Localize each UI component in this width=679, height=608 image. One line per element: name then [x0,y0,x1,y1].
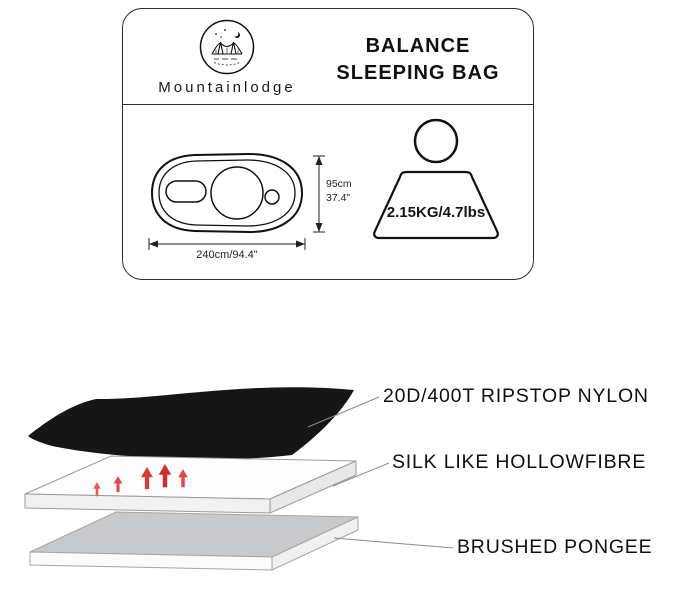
length-dimension-label: 240cm/94.4" [196,249,258,261]
product-title-line2: SLEEPING BAG [336,62,500,84]
height-in-label: 37.4" [326,192,351,204]
product-title-line1: BALANCE [365,35,471,57]
layer-label-brushed-pongee: BRUSHED PONGEE [457,536,653,558]
weight-value-label: 2.15KG/4.7lbs [386,204,486,221]
fabric-layers-section: 20D/400T RIPSTOP NYLON SILK LIKE HOLLOWF… [0,370,679,608]
height-dimension-label: 95cm 37.4" [326,177,352,205]
height-dimension-arrow [313,155,325,233]
length-dimension-arrow [148,238,306,250]
ripstop-nylon-layer [28,387,354,460]
warmth-up-arrows-icon [93,464,188,497]
mountain-bridge-logo-icon [199,19,255,75]
bridge-icon [211,41,243,66]
card-divider [123,104,533,105]
layer-label-ripstop-nylon: 20D/400T RIPSTOP NYLON [383,385,649,407]
spec-diagram [148,118,499,250]
spec-card: Mountainlodge BALANCE SLEEPING BAG [122,8,534,280]
brushed-pongee-layer [29,511,359,571]
height-cm-label: 95cm [326,178,352,190]
hollowfibre-layer [24,455,357,514]
moon-and-stars-icon [215,29,240,38]
leader-lines [307,396,454,549]
brand-name: Mountainlodge [158,79,296,96]
sleeping-bag-diagram [150,152,304,234]
kettlebell-weight-icon [373,118,499,240]
layer-label-hollowfibre: SILK LIKE HOLLOWFIBRE [392,451,647,473]
fabric-layers-diagram [24,387,454,571]
product-title: BALANCE SLEEPING BAG [313,33,523,87]
